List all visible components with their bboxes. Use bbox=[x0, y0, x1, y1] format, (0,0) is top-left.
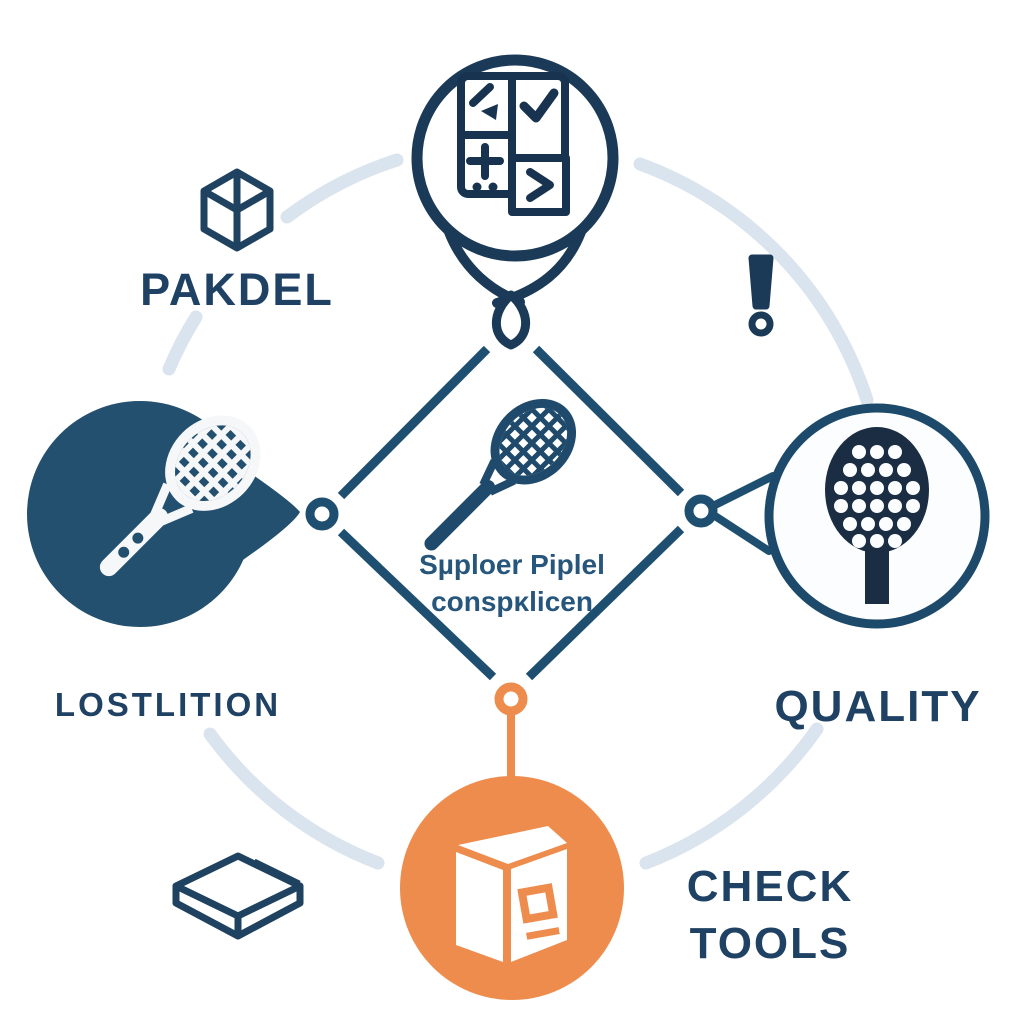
right-node-ring bbox=[684, 494, 718, 528]
flat-box-icon bbox=[172, 852, 304, 940]
paddle-icon bbox=[825, 427, 929, 604]
orbit-ring bbox=[162, 153, 874, 870]
label-quality: QUALITY bbox=[774, 682, 982, 731]
label-check-line: CHECK bbox=[686, 862, 854, 911]
white-racket bbox=[99, 410, 266, 577]
checklist-grid-balloon-icon bbox=[411, 54, 619, 350]
bottom-node-ring bbox=[494, 682, 528, 716]
left-node-ring bbox=[305, 497, 339, 531]
tennis-racket-icon bbox=[424, 394, 581, 551]
white-padel-racket-bubble-icon bbox=[27, 401, 300, 627]
label-lostlition: LOSTLITION bbox=[54, 686, 282, 723]
label-check-tools: CHECK TOOLS bbox=[650, 858, 890, 972]
diamond-connectors bbox=[337, 345, 685, 681]
center-caption-line2: conspκlicen bbox=[431, 586, 593, 617]
right-funnel-connector bbox=[711, 472, 777, 555]
label-tools-line: TOOLS bbox=[689, 919, 851, 968]
exclamation-mark-icon bbox=[748, 254, 774, 337]
center-caption-line1: Sµploer Piplel bbox=[419, 549, 605, 580]
padel-paddle-circle-icon bbox=[764, 403, 990, 629]
cube-outline-icon bbox=[200, 168, 274, 252]
label-pakdel: PAKDEL bbox=[140, 264, 334, 315]
center-caption: Sµploer Piplel conspκlicen bbox=[362, 546, 662, 620]
checklist-grid-icon bbox=[457, 72, 570, 216]
package-box-icon bbox=[400, 776, 624, 1000]
